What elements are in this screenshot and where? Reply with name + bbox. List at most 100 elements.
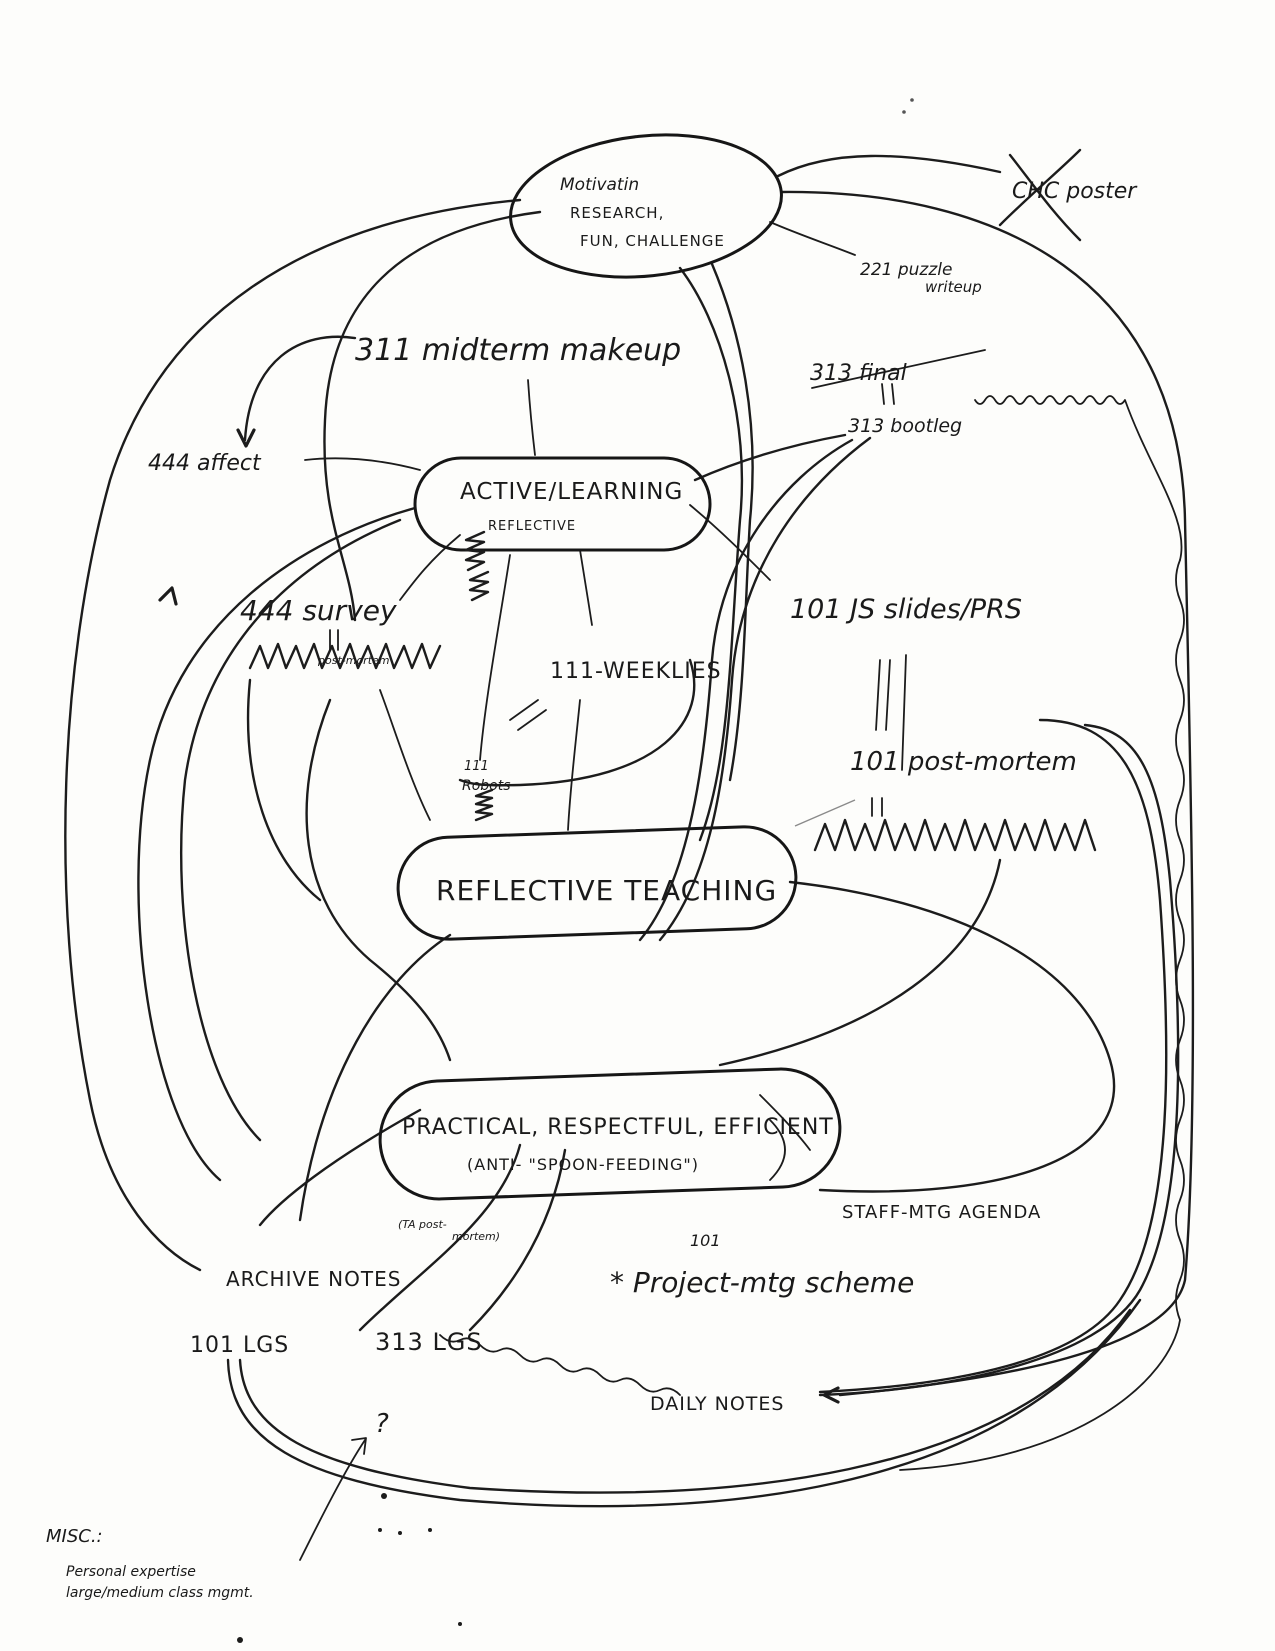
edge-survey-down xyxy=(305,698,452,1062)
edge-weeklies-loop xyxy=(458,658,696,787)
stray-dot-1 xyxy=(381,1493,387,1499)
edge-active-robots xyxy=(479,554,511,761)
stray-dot-3 xyxy=(398,1531,402,1535)
active-learning-ellipse xyxy=(413,456,712,552)
midterm-311-label: 311 midterm makeup xyxy=(355,333,681,368)
wavy-line-lgs313 xyxy=(439,1334,681,1396)
edge-postmortem-right-a xyxy=(818,723,1180,1397)
edge-motivation-down-a xyxy=(678,266,744,842)
edge-misc-question xyxy=(299,1439,366,1561)
edge-motivation-221 xyxy=(769,221,856,256)
edge-practical-archive xyxy=(258,1108,422,1227)
wavy-line-right-edge xyxy=(899,559,1185,1471)
misc-line2: large/medium class mgmt. xyxy=(66,1585,254,1601)
edge-active-left-loop-2 xyxy=(180,518,402,1142)
equals-final-bootleg xyxy=(881,383,895,405)
edge-midterm-affect xyxy=(243,335,357,442)
wavy-line-bootleg xyxy=(974,395,1183,561)
puzzle-221-line1: 221 puzzle xyxy=(860,260,952,280)
motivation-ellipse xyxy=(509,133,783,279)
stray-dot-6 xyxy=(237,1637,243,1643)
edge-motivation-big-left xyxy=(64,198,522,1272)
edge-postmortem-right-b xyxy=(818,718,1168,1394)
edge-weeklies-reflective xyxy=(567,699,581,831)
weeklies-111-label: 111-WEEKLIES xyxy=(550,659,722,684)
edge-active-weeklies xyxy=(579,549,593,626)
project-mtg-label: * Project-mtg scheme xyxy=(610,1266,914,1299)
staff-mtg-label: STAFF-MTG AGENDA xyxy=(842,1202,1041,1223)
staff-bracket xyxy=(769,1119,786,1181)
edge-active-bootleg xyxy=(693,433,847,482)
edge-bootleg-down-a xyxy=(638,438,854,942)
active-learning-line1: ACTIVE/LEARNING xyxy=(460,479,683,505)
edge-bootleg-down-b xyxy=(658,436,872,942)
final-313-label: 313 final xyxy=(810,361,907,386)
edge-motivation-chc xyxy=(776,154,1002,178)
arrowhead-affect xyxy=(236,428,256,448)
edge-midterm-active xyxy=(527,379,536,456)
edge-motivation-left xyxy=(323,210,542,622)
postmortem-zigzag xyxy=(813,818,1097,852)
equals-js-postmortem xyxy=(875,654,907,771)
equals-survey xyxy=(329,629,339,651)
faint-strike xyxy=(794,799,856,827)
edge-practical-313lgs-a xyxy=(358,1143,522,1332)
final-strike xyxy=(811,349,986,389)
arrowhead-daily-notes xyxy=(822,1386,840,1404)
ta-post-mortem-line2: mortem) xyxy=(452,1230,500,1243)
stray-dot-8 xyxy=(902,110,906,114)
lgs-101-label: 101 LGS xyxy=(190,1333,289,1358)
chc-poster-label: CHC poster xyxy=(1012,179,1138,204)
edge-practical-313lgs-b xyxy=(468,1148,567,1332)
edge-survey-left xyxy=(246,678,322,902)
arrowhead-question xyxy=(351,1437,367,1455)
post-mortem-101-label: 101 post-mortem xyxy=(850,747,1077,777)
active-learning-line2: REFLECTIVE xyxy=(488,519,576,534)
squiggle-robots xyxy=(474,788,494,822)
survey-zigzag xyxy=(248,642,442,670)
robots-111-line2: Robots xyxy=(462,778,511,794)
misc-title: MISC.: xyxy=(46,1526,103,1547)
scribbles xyxy=(158,98,1097,1643)
node-active-learning: ACTIVE/LEARNING REFLECTIVE xyxy=(413,456,712,552)
stray-dot-7 xyxy=(910,98,914,102)
motivation-line3: FUN, CHALLENGE xyxy=(580,232,725,250)
misc-line1: Personal expertise xyxy=(66,1564,196,1580)
edge-motivation-down-b xyxy=(710,262,754,782)
reflective-teaching-ellipse xyxy=(396,825,798,941)
edge-active-survey xyxy=(399,534,461,601)
edge-reflective-right xyxy=(788,880,1116,1193)
edge-affect-active xyxy=(304,457,421,471)
node-motivation: Motivatin RESEARCH, FUN, CHALLENGE xyxy=(509,133,783,279)
stray-dot-4 xyxy=(428,1528,432,1532)
edge-zigzag-practical xyxy=(718,858,1002,1067)
connector-lines xyxy=(64,154,1195,1561)
practical-line2: (ANTI- "SPOON-FEEDING") xyxy=(467,1155,699,1174)
motivation-line1: Motivatin xyxy=(560,175,639,195)
edge-practical-staff xyxy=(759,1094,811,1151)
edge-lgs101-down-b xyxy=(238,1308,1132,1494)
chc-crossout xyxy=(998,148,1082,242)
edge-active-js101 xyxy=(689,504,771,581)
bootleg-313-label: 313 bootleg xyxy=(848,415,962,437)
daily-notes-label: DAILY NOTES xyxy=(650,1393,784,1415)
practical-ellipse xyxy=(378,1067,842,1201)
js-slides-101-label: 101 JS slides/PRS xyxy=(790,594,1022,625)
arrowhead-left-loop xyxy=(158,586,178,606)
ta-post-mortem-line1: (TA post- xyxy=(398,1218,447,1231)
node-reflective-teaching: REFLECTIVE TEACHING xyxy=(396,825,798,941)
free-labels: CHC poster 221 puzzle writeup 311 midter… xyxy=(46,179,1138,1601)
post-mortem-444-label: post-mortem xyxy=(317,654,390,667)
equals-postmortem-zigzag xyxy=(871,797,883,817)
survey-444-label: 444 survey xyxy=(240,594,397,627)
motivation-line2: RESEARCH, xyxy=(570,204,664,222)
stray-dot-5 xyxy=(458,1622,462,1626)
robots-111-line1: 111 xyxy=(464,759,489,774)
project-mtg-superscript: 101 xyxy=(690,1231,721,1250)
edge-lgs101-down-a xyxy=(226,1298,1142,1508)
archive-notes-label: ARCHIVE NOTES xyxy=(226,1267,401,1291)
lgs-313-label: 313 LGS xyxy=(375,1328,483,1356)
double-slash-weeklies xyxy=(509,699,547,731)
